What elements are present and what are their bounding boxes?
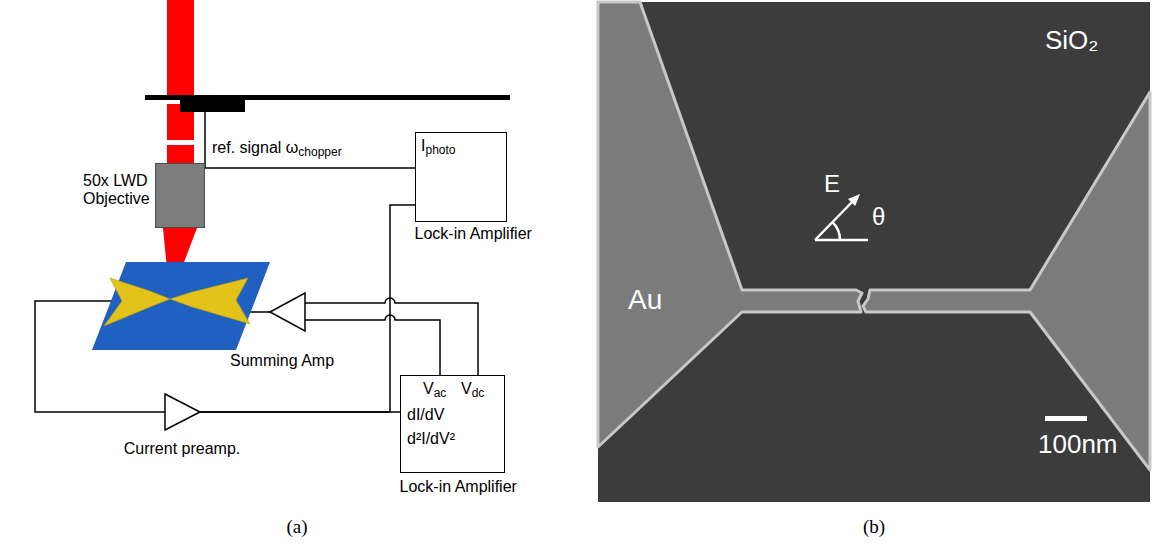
amplifier-symbol: Current preamp. bbox=[165, 394, 200, 430]
chopper-wheel bbox=[145, 95, 510, 100]
measured-quantity: dI/dV bbox=[407, 406, 444, 424]
component-label: Current preamp. bbox=[124, 440, 241, 458]
signal-subscript: ac bbox=[434, 387, 447, 401]
field-label: E bbox=[824, 170, 840, 198]
amplifier-outline bbox=[270, 293, 305, 331]
amplifier-symbol: Summing Amp bbox=[270, 293, 305, 331]
objective-lens: 50x LWD Objective bbox=[155, 163, 205, 228]
angle-label: θ bbox=[872, 203, 885, 231]
component-label: Lock-in Amplifier bbox=[400, 478, 517, 496]
signal-label: ref. signal ω bbox=[212, 139, 298, 157]
reference-wire bbox=[205, 112, 415, 168]
field-arrow bbox=[815, 199, 855, 240]
laser-beam bbox=[167, 145, 194, 163]
sem-background bbox=[598, 2, 1150, 502]
bowtie-electrode bbox=[104, 278, 170, 326]
signal-subscript: chopper bbox=[298, 146, 341, 160]
signal-name: I bbox=[421, 137, 425, 155]
signal-name: V bbox=[423, 380, 434, 398]
panel-label: (a) bbox=[286, 516, 307, 538]
component-label: Summing Amp bbox=[230, 352, 334, 370]
signal-wire bbox=[200, 205, 415, 412]
field-arrow-head bbox=[848, 194, 860, 206]
signal-subscript: photo bbox=[425, 144, 455, 158]
component-label: 50x LWD Objective bbox=[83, 172, 153, 209]
signal-subscript: dc bbox=[472, 387, 485, 401]
amplifier-outline bbox=[165, 394, 200, 430]
panel-label: (b) bbox=[863, 516, 885, 538]
material-label: Au bbox=[628, 284, 662, 316]
scale-bar bbox=[1045, 416, 1087, 421]
scale-label: 100nm bbox=[1038, 430, 1118, 460]
amplifier-triangle bbox=[270, 293, 305, 331]
lock-in-box: IphotoLock-in Amplifier bbox=[415, 132, 507, 222]
chopper-sensor bbox=[180, 100, 245, 112]
lock-in-box: VacVdcdI/dVd²I/dV²Lock-in Amplifier bbox=[400, 375, 505, 473]
measured-quantity: d²I/dV² bbox=[407, 430, 455, 448]
component-label: Lock-in Amplifier bbox=[415, 225, 532, 243]
signal-name: V bbox=[461, 380, 472, 398]
substrate bbox=[92, 262, 270, 350]
angle-arc bbox=[833, 222, 840, 240]
signal-wire bbox=[200, 411, 400, 413]
amplifier-triangle bbox=[165, 394, 200, 430]
angle-reference bbox=[815, 239, 868, 242]
gold-electrode bbox=[863, 92, 1150, 470]
gold-electrode bbox=[598, 2, 862, 447]
material-label: SiO₂ bbox=[1045, 26, 1098, 56]
laser-beam bbox=[167, 0, 194, 95]
bowtie-electrode bbox=[170, 278, 250, 324]
